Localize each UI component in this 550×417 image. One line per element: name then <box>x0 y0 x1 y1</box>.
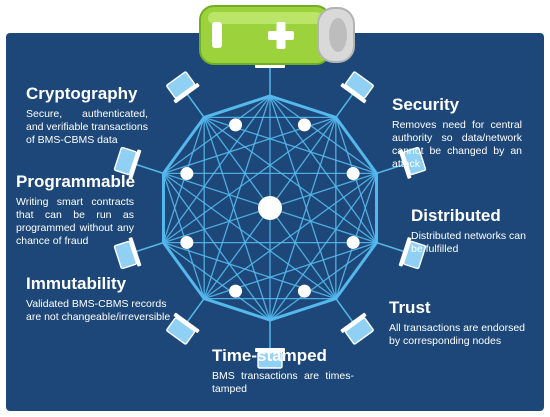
battery-shine <box>208 12 322 24</box>
battery-plus-icon-v <box>276 22 286 49</box>
laptop-icon <box>340 71 374 104</box>
mesh-link <box>162 173 271 321</box>
battery-terminal <box>329 18 347 52</box>
mesh-link <box>162 173 205 299</box>
feature-description: BMS transactions are times-tamped <box>212 370 354 395</box>
mesh-link <box>163 172 337 300</box>
laptop-screen <box>344 71 374 99</box>
feature-title: Programmable <box>16 172 136 191</box>
laptop-icon <box>255 348 285 369</box>
battery-minus-icon <box>212 22 222 48</box>
laptop-icon <box>398 237 427 270</box>
feature-description: All transactions are endorsed by corresp… <box>389 322 525 347</box>
feature-title: Time-stamped <box>212 346 327 365</box>
feature-title: Cryptography <box>26 84 138 103</box>
feature-description: Distributed networks can be fulfilled <box>411 230 526 255</box>
mesh-link <box>162 95 271 243</box>
laptop-screen <box>344 317 374 345</box>
laptop-icon <box>166 71 200 104</box>
mesh-link <box>162 117 205 243</box>
feature-cryptography: Cryptography Secure, authenticated, and … <box>26 84 148 147</box>
laptop-screen <box>113 240 138 270</box>
mesh-link <box>203 117 271 321</box>
feature-programmable: Programmable Writing smart contracts tha… <box>16 172 136 248</box>
network-node <box>297 118 311 132</box>
center-node <box>258 196 282 220</box>
laptop-icon <box>340 312 374 345</box>
battery-charging-icon <box>199 5 355 65</box>
feature-distributed: Distributed Distributed networks can be … <box>411 206 533 256</box>
laptop-base <box>173 83 200 104</box>
feature-title: Security <box>392 95 460 114</box>
mesh-link <box>203 116 377 244</box>
laptop-base <box>128 149 142 179</box>
laptop-base <box>340 83 367 104</box>
feature-description: Writing smart contracts that can be run … <box>16 196 134 247</box>
feature-title: Trust <box>389 298 431 317</box>
laptop-screen <box>113 146 138 176</box>
feature-title: Immutability <box>26 274 127 293</box>
network-node <box>297 284 311 298</box>
network-node <box>229 284 243 298</box>
laptop-base <box>340 312 367 333</box>
laptop-icon <box>113 237 142 270</box>
feature-title: Distributed <box>411 206 501 225</box>
mesh-link <box>269 173 378 321</box>
laptop-base <box>255 348 285 352</box>
feature-description: Validated BMS-CBMS records are not chang… <box>26 298 171 323</box>
mesh-link <box>269 95 378 243</box>
network-node <box>180 167 194 181</box>
network-node <box>180 235 194 249</box>
laptop-base <box>128 237 142 267</box>
feature-immutability: Immutability Validated BMS-CBMS records … <box>26 274 176 324</box>
network-node <box>229 118 243 132</box>
feature-description: Secure, authenticated, and verifiable tr… <box>26 108 148 146</box>
laptop-screen <box>166 71 196 99</box>
feature-security: Security Removes need for central author… <box>392 95 522 171</box>
feature-description: Removes need for central authority so da… <box>392 119 522 170</box>
mesh-link <box>163 242 271 321</box>
laptop-base <box>173 312 200 333</box>
laptop-icon <box>113 146 142 179</box>
laptop-base <box>398 149 412 179</box>
laptop-icon <box>398 146 427 179</box>
laptop-screen <box>402 146 427 176</box>
feature-time-stamped: Time-stamped BMS transactions are times-… <box>212 346 354 396</box>
laptop-screen <box>402 240 427 270</box>
feature-trust: Trust All transactions are endorsed by c… <box>389 298 537 348</box>
laptop-base <box>398 237 412 267</box>
network-node <box>346 167 360 181</box>
laptop-icon <box>166 312 200 345</box>
network-node <box>346 235 360 249</box>
